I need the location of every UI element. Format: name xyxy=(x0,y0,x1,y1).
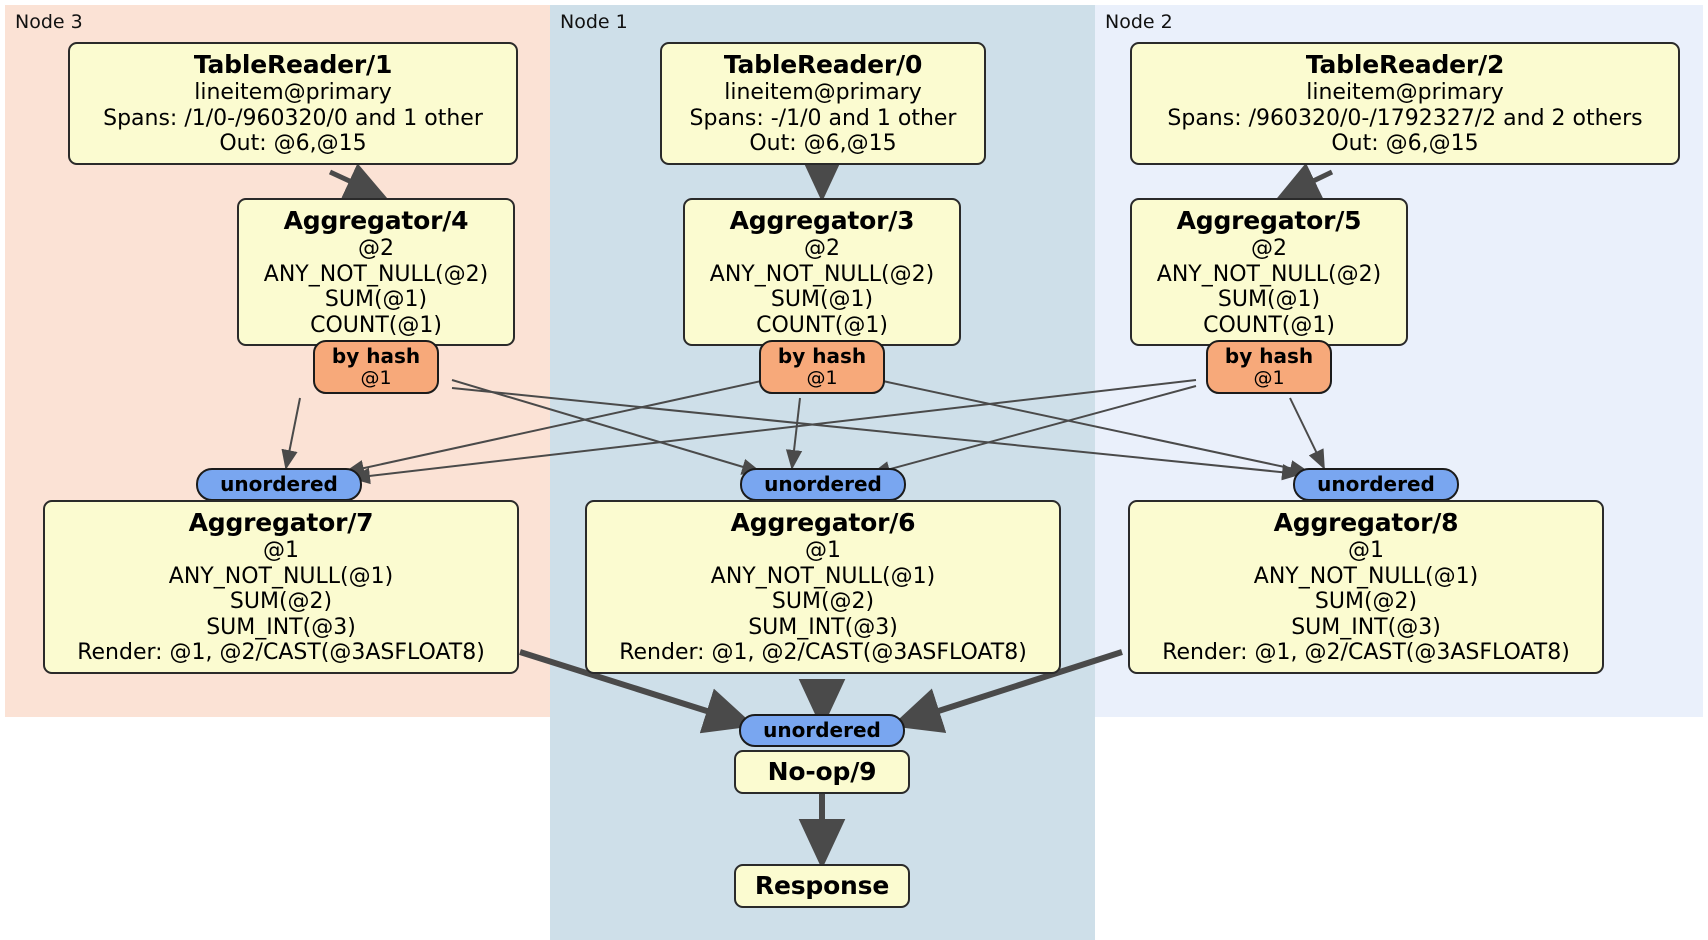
processor-line: ANY_NOT_NULL(@1) xyxy=(710,563,936,589)
processor-line: SUM(@1) xyxy=(324,287,428,312)
processor-line: @1 xyxy=(1348,538,1384,563)
processor-line: @1 xyxy=(263,538,299,563)
processor-line: SUM(@2) xyxy=(229,589,333,614)
router-by-hash-mid[interactable]: by hash @1 xyxy=(759,340,885,394)
processor-line: Out: @6,@15 xyxy=(749,131,897,156)
processor-line: SUM_INT(@3) xyxy=(748,614,898,640)
processor-line: ANY_NOT_NULL(@2) xyxy=(263,261,489,287)
node-label-node2: Node 2 xyxy=(1105,11,1173,33)
router-unordered-left[interactable]: unordered xyxy=(196,468,362,501)
processor-aggregator-4[interactable]: Aggregator/4 @2 ANY_NOT_NULL(@2) SUM(@1)… xyxy=(237,198,515,346)
processor-line: Out: @6,@15 xyxy=(1331,131,1479,156)
processor-line: Spans: /1/0-/960320/0 and 1 other xyxy=(103,105,483,131)
router-unordered-final[interactable]: unordered xyxy=(739,714,905,747)
processor-line: COUNT(@1) xyxy=(310,312,442,338)
processor-title: No-op/9 xyxy=(767,757,877,786)
processor-line: SUM(@1) xyxy=(1217,287,1321,312)
processor-title: Aggregator/7 xyxy=(188,508,374,537)
processor-line: Spans: -/1/0 and 1 other xyxy=(689,105,957,131)
router-sublabel: @1 xyxy=(1253,367,1285,389)
router-label: unordered xyxy=(763,718,881,742)
router-by-hash-right[interactable]: by hash @1 xyxy=(1206,340,1332,394)
processor-line: SUM(@2) xyxy=(771,589,875,614)
router-unordered-mid[interactable]: unordered xyxy=(740,468,906,501)
router-by-hash-left[interactable]: by hash @1 xyxy=(313,340,439,394)
router-label: unordered xyxy=(220,472,338,496)
processor-line: ANY_NOT_NULL(@2) xyxy=(1156,261,1382,287)
processor-line: SUM_INT(@3) xyxy=(1291,614,1441,640)
processor-line: ANY_NOT_NULL(@2) xyxy=(709,261,935,287)
processor-line: lineitem@primary xyxy=(1306,80,1504,105)
processor-line: @2 xyxy=(804,236,840,261)
processor-title: Aggregator/3 xyxy=(729,206,915,235)
processor-line: SUM_INT(@3) xyxy=(206,614,356,640)
processor-title: Response xyxy=(754,871,890,900)
router-sublabel: @1 xyxy=(360,367,392,389)
processor-title: Aggregator/6 xyxy=(730,508,916,537)
processor-line: Spans: /960320/0-/1792327/2 and 2 others xyxy=(1167,105,1643,131)
processor-line: Render: @1, @2/CAST(@3ASFLOAT8) xyxy=(619,640,1027,665)
router-label: by hash xyxy=(331,344,421,368)
processor-title: TableReader/2 xyxy=(1305,50,1505,79)
processor-line: ANY_NOT_NULL(@1) xyxy=(1253,563,1479,589)
processor-line: Render: @1, @2/CAST(@3ASFLOAT8) xyxy=(1162,640,1570,665)
processor-title: Aggregator/8 xyxy=(1273,508,1459,537)
processor-line: lineitem@primary xyxy=(194,80,392,105)
processor-aggregator-7[interactable]: Aggregator/7 @1 ANY_NOT_NULL(@1) SUM(@2)… xyxy=(43,500,519,674)
router-unordered-right[interactable]: unordered xyxy=(1293,468,1459,501)
processor-line: SUM(@1) xyxy=(770,287,874,312)
router-label: by hash xyxy=(777,344,867,368)
processor-response[interactable]: Response xyxy=(734,864,910,908)
router-label: unordered xyxy=(764,472,882,496)
processor-line: SUM(@2) xyxy=(1314,589,1418,614)
processor-title: Aggregator/4 xyxy=(283,206,469,235)
node-label-node3: Node 3 xyxy=(15,11,83,33)
processor-line: COUNT(@1) xyxy=(756,312,888,338)
processor-title: Aggregator/5 xyxy=(1176,206,1362,235)
processor-line: @1 xyxy=(805,538,841,563)
processor-aggregator-6[interactable]: Aggregator/6 @1 ANY_NOT_NULL(@1) SUM(@2)… xyxy=(585,500,1061,674)
router-label: by hash xyxy=(1224,344,1314,368)
node-label-node1: Node 1 xyxy=(560,11,628,33)
processor-aggregator-5[interactable]: Aggregator/5 @2 ANY_NOT_NULL(@2) SUM(@1)… xyxy=(1130,198,1408,346)
processor-aggregator-3[interactable]: Aggregator/3 @2 ANY_NOT_NULL(@2) SUM(@1)… xyxy=(683,198,961,346)
processor-line: lineitem@primary xyxy=(724,80,922,105)
processor-title: TableReader/0 xyxy=(723,50,923,79)
processor-aggregator-8[interactable]: Aggregator/8 @1 ANY_NOT_NULL(@1) SUM(@2)… xyxy=(1128,500,1604,674)
processor-no-op-9[interactable]: No-op/9 xyxy=(734,750,910,794)
processor-line: ANY_NOT_NULL(@1) xyxy=(168,563,394,589)
router-sublabel: @1 xyxy=(806,367,838,389)
router-label: unordered xyxy=(1317,472,1435,496)
processor-line: COUNT(@1) xyxy=(1203,312,1335,338)
processor-line: Render: @1, @2/CAST(@3ASFLOAT8) xyxy=(77,640,485,665)
processor-table-reader-0[interactable]: TableReader/0 lineitem@primary Spans: -/… xyxy=(660,42,986,165)
processor-table-reader-2[interactable]: TableReader/2 lineitem@primary Spans: /9… xyxy=(1130,42,1680,165)
processor-table-reader-1[interactable]: TableReader/1 lineitem@primary Spans: /1… xyxy=(68,42,518,165)
processor-line: @2 xyxy=(1251,236,1287,261)
processor-line: @2 xyxy=(358,236,394,261)
processor-line: Out: @6,@15 xyxy=(219,131,367,156)
processor-title: TableReader/1 xyxy=(193,50,393,79)
